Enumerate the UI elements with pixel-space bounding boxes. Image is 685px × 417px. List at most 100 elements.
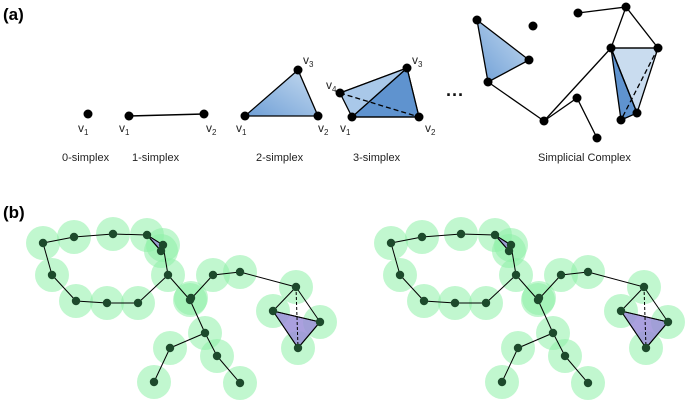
edge <box>272 286 297 312</box>
edge <box>169 332 206 349</box>
edge <box>73 233 114 238</box>
node <box>235 267 245 277</box>
node <box>386 238 396 248</box>
node <box>47 270 57 280</box>
edge <box>167 274 191 301</box>
node <box>165 343 175 353</box>
ellipsis: ··· <box>446 85 464 105</box>
vertex-label-v3: v3 <box>303 53 314 69</box>
node <box>419 296 429 306</box>
vertex <box>573 8 583 18</box>
vertex-label-v1: v1 <box>78 121 89 137</box>
edge <box>560 271 589 276</box>
node <box>663 317 673 327</box>
node <box>235 378 245 388</box>
complex-left <box>26 217 337 400</box>
edge <box>51 274 77 302</box>
node <box>616 306 626 316</box>
filled-triangle <box>476 18 531 83</box>
vertex <box>606 43 616 53</box>
panel-a-label: (a) <box>3 5 24 24</box>
node <box>548 328 558 338</box>
node <box>268 306 278 316</box>
node <box>583 267 593 277</box>
balls-layer <box>374 217 685 400</box>
edge <box>75 300 108 304</box>
edges-layer <box>42 233 321 384</box>
node <box>481 298 491 308</box>
edge <box>517 332 554 349</box>
edge <box>295 286 321 323</box>
balls-layer <box>26 217 337 400</box>
two-simplex: v1 v2 v3 2-simplex <box>236 53 329 164</box>
node <box>108 229 118 239</box>
node <box>69 232 79 242</box>
vertex <box>539 116 549 126</box>
nodes-layer <box>38 229 325 388</box>
vertex-label-v2: v2 <box>318 121 329 137</box>
node <box>293 343 303 353</box>
filled-triangle <box>243 68 319 117</box>
edge <box>501 347 519 383</box>
node <box>208 270 218 280</box>
complex-right <box>374 217 685 400</box>
node <box>511 270 521 280</box>
vertex <box>240 111 250 121</box>
node <box>200 328 210 338</box>
vertex <box>572 93 582 103</box>
node <box>417 232 427 242</box>
edge-chain <box>577 6 660 49</box>
caption-simplicial-complex: Simplicial Complex <box>538 152 631 164</box>
vertex <box>402 63 412 73</box>
vertex <box>621 2 631 12</box>
vertex <box>414 112 424 122</box>
node <box>163 270 173 280</box>
node <box>534 293 544 303</box>
node <box>142 230 152 240</box>
panel-b <box>26 217 685 400</box>
caption-0-simplex: 0-simplex <box>62 152 110 164</box>
edge <box>423 300 456 304</box>
node <box>583 378 593 388</box>
node <box>639 282 649 292</box>
caption-3-simplex: 3-simplex <box>353 152 401 164</box>
dashed-edge <box>643 286 647 349</box>
edge <box>42 236 75 244</box>
node <box>149 377 159 387</box>
edge <box>272 310 321 323</box>
edge <box>515 274 539 301</box>
edge <box>390 242 401 276</box>
edge <box>620 286 645 312</box>
node <box>102 298 112 308</box>
node <box>450 298 460 308</box>
edge-chain <box>543 47 612 122</box>
node <box>490 230 500 240</box>
isolated-vertex <box>528 21 538 31</box>
vertex <box>124 111 134 121</box>
dashed-edge <box>295 286 299 349</box>
vertex-label-v2: v2 <box>206 121 217 137</box>
vertex-label-v2: v2 <box>425 121 436 137</box>
edge <box>390 236 423 244</box>
node <box>641 343 651 353</box>
edge <box>272 310 299 349</box>
zero-simplex: v1 0-simplex <box>62 109 110 164</box>
node <box>506 240 516 250</box>
edge <box>239 271 297 288</box>
panel-b-label: (b) <box>3 203 25 222</box>
node <box>212 351 222 361</box>
vertex <box>347 112 357 122</box>
vertex <box>616 115 626 125</box>
edge <box>212 271 241 276</box>
edge <box>564 355 589 384</box>
simplicial-complex: Simplicial Complex <box>472 2 663 164</box>
node <box>71 296 81 306</box>
vertex <box>335 88 345 98</box>
edge <box>216 355 241 384</box>
tetra-face-left <box>339 67 408 119</box>
vertex <box>293 65 303 75</box>
edge <box>297 321 321 349</box>
node <box>158 240 168 250</box>
vertex-label-v3: v3 <box>412 53 423 69</box>
node <box>186 293 196 303</box>
